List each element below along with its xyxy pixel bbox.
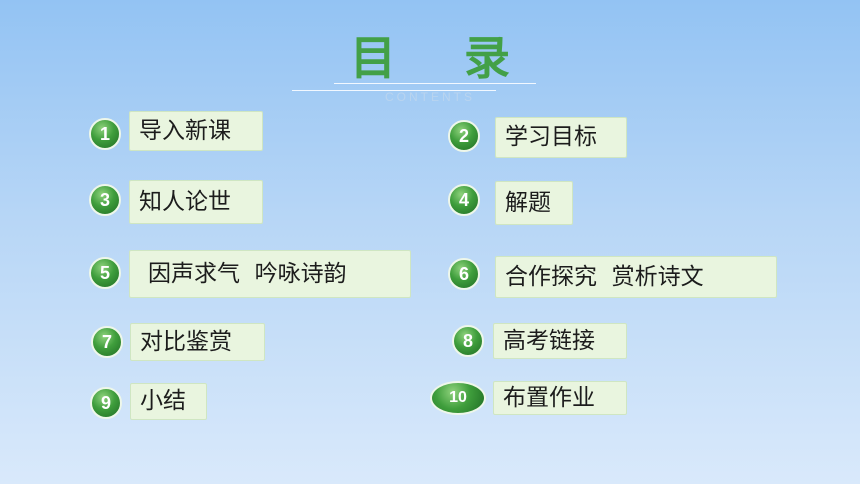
number-badge: 1 (89, 118, 121, 150)
title-divider-upper (334, 83, 536, 84)
number-badge: 2 (448, 120, 480, 152)
number-badge: 4 (448, 184, 480, 216)
number-badge: 9 (90, 387, 122, 419)
toc-label[interactable]: 对比鉴赏 (130, 323, 265, 361)
title-divider-lower (292, 90, 496, 91)
toc-label[interactable]: 小结 (130, 383, 207, 420)
number-badge: 10 (430, 381, 486, 415)
toc-label[interactable]: 高考链接 (493, 323, 627, 359)
toc-label[interactable]: 解题 (495, 181, 573, 225)
toc-label[interactable]: 布置作业 (493, 381, 627, 415)
number-badge: 5 (89, 257, 121, 289)
subtitle: CONTENTS (385, 90, 475, 104)
page-title: 目 录 (349, 31, 536, 85)
toc-label[interactable]: 合作探究 赏析诗文 (495, 256, 777, 298)
toc-label[interactable]: 知人论世 (129, 180, 263, 224)
toc-label[interactable]: 学习目标 (495, 117, 627, 158)
number-badge: 8 (452, 325, 484, 357)
toc-label[interactable]: 因声求气 吟咏诗韵 (129, 250, 411, 298)
number-badge: 7 (91, 326, 123, 358)
toc-label[interactable]: 导入新课 (129, 111, 263, 151)
number-badge: 3 (89, 184, 121, 216)
number-badge: 6 (448, 258, 480, 290)
